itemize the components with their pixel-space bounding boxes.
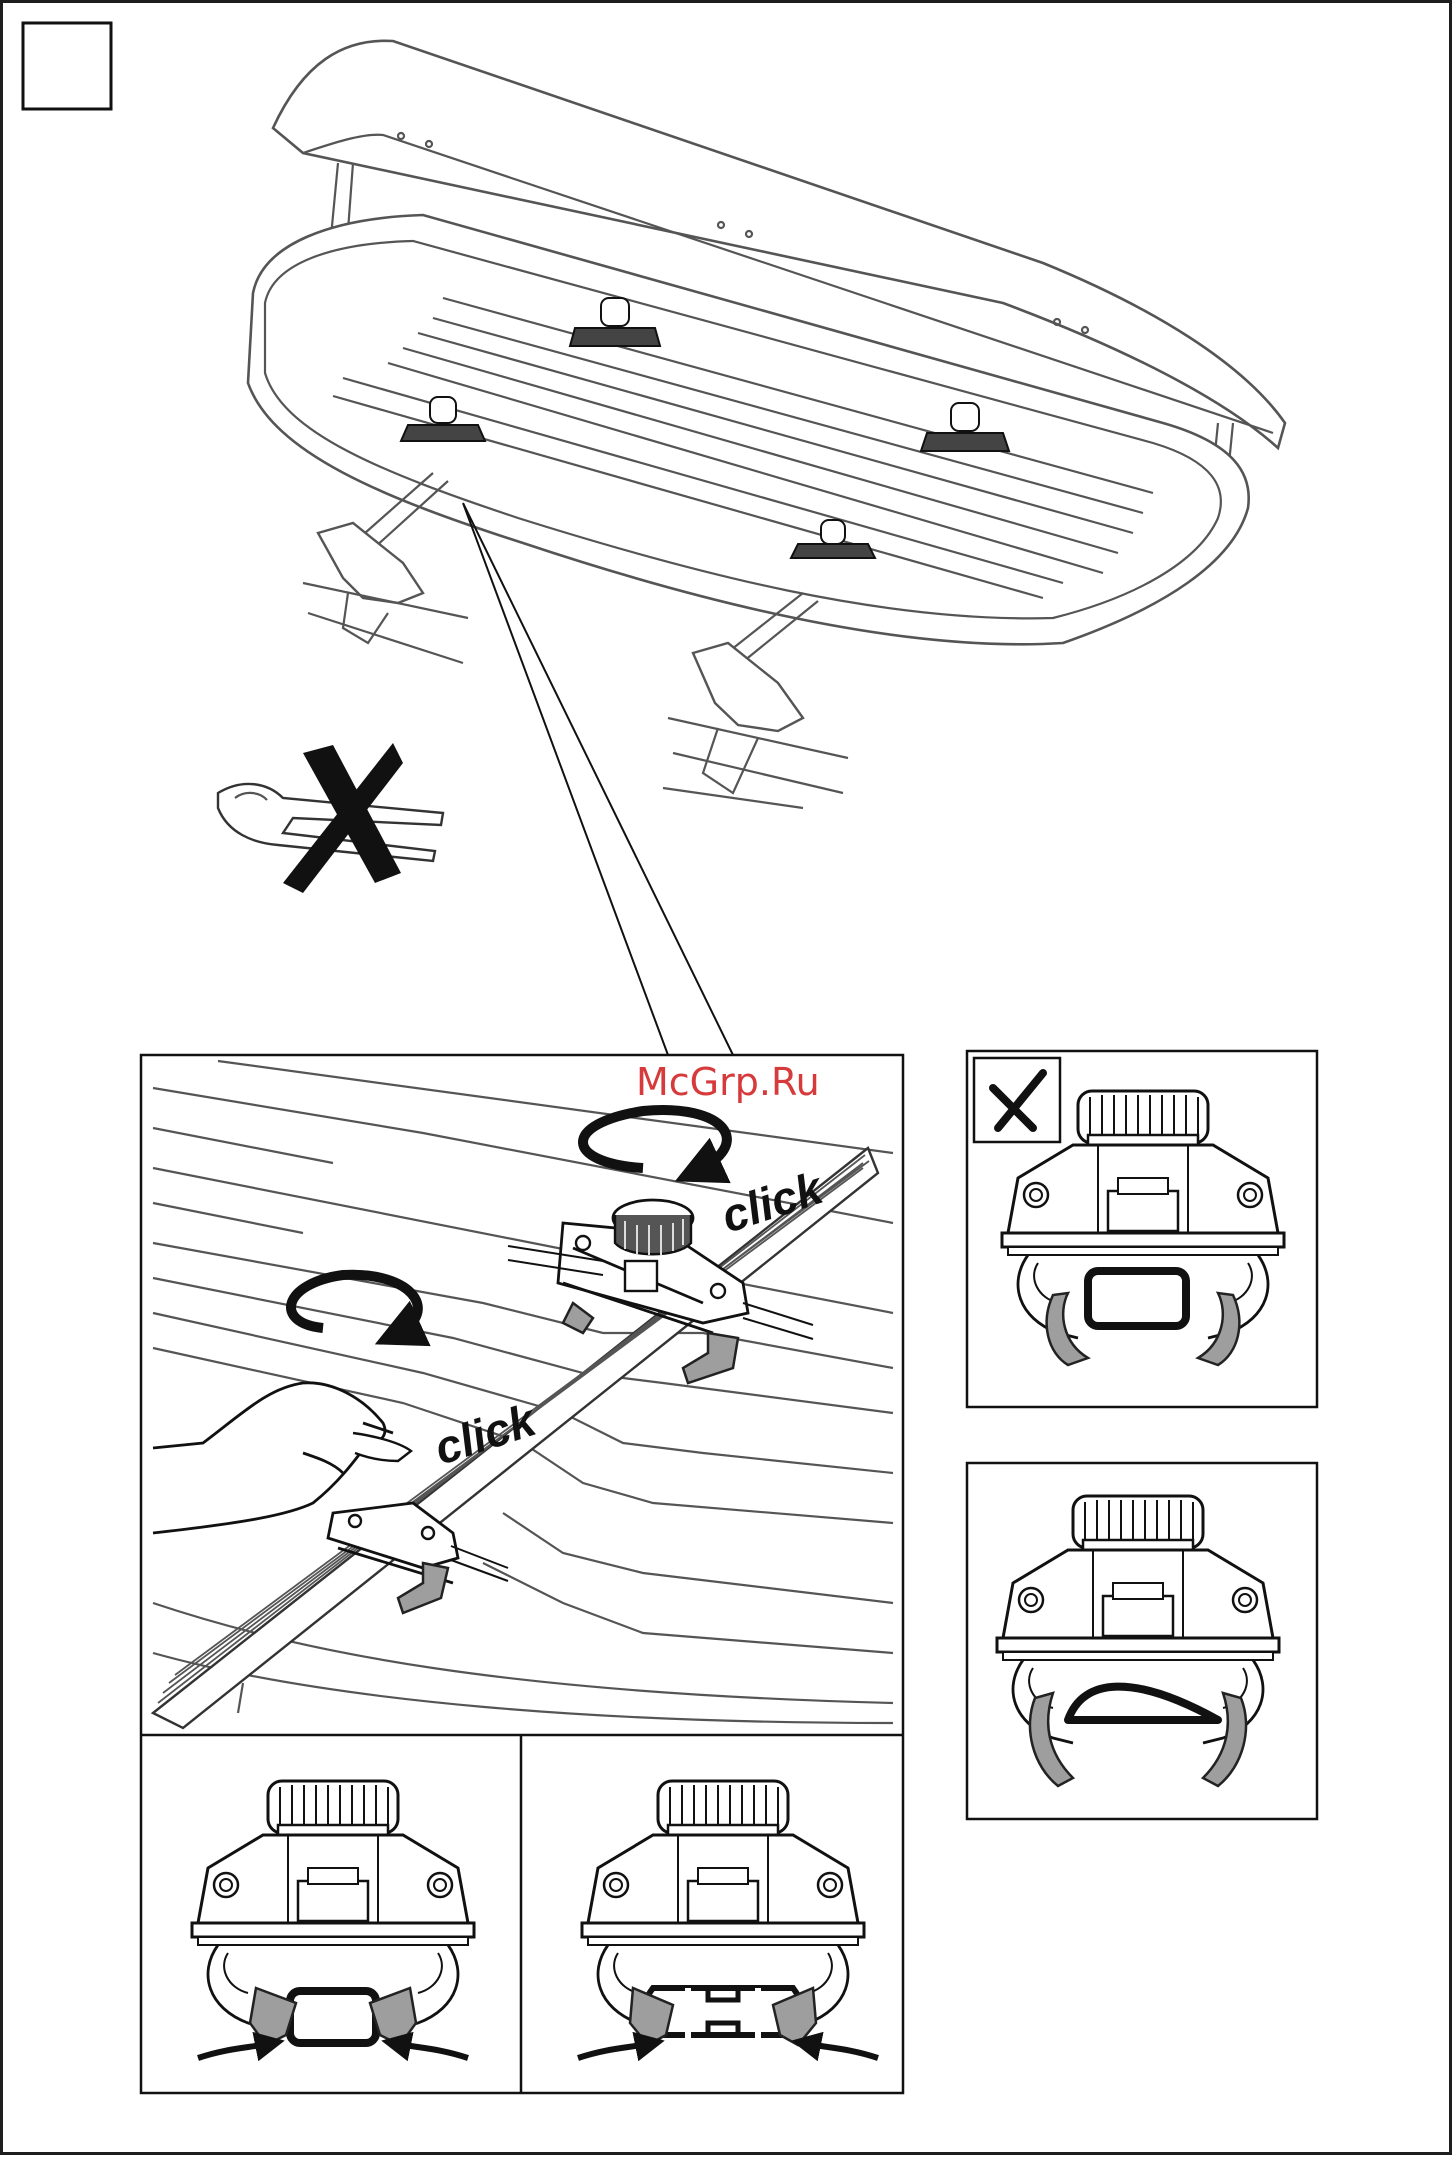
aero-bar-clamp-panel [967, 1463, 1317, 1819]
roof-box-overview [248, 41, 1285, 1055]
wrong-clamp-panel [967, 1051, 1317, 1407]
detail-panel: click click [141, 1055, 903, 2093]
crossed-out-pliers-icon [218, 743, 443, 893]
step-number-box [23, 23, 111, 109]
illustration-canvas: click click [3, 3, 1452, 2158]
watermark-text: McGrp.Ru [636, 1060, 820, 1104]
